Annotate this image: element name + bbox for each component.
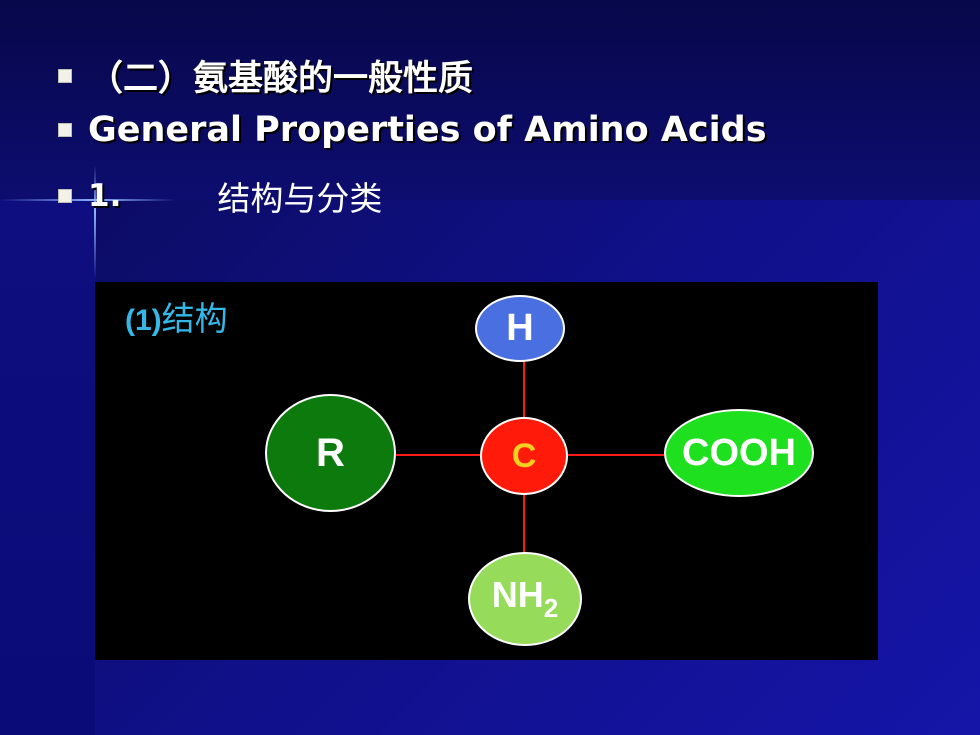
square-bullet-icon [58,68,72,83]
left-band [0,200,95,735]
bullet-item-3: 1. 结构与分类 [58,172,382,220]
diagram-title-number: (1) [125,304,162,337]
square-bullet-icon [58,189,72,203]
carboxyl-node: COOH [664,409,814,497]
bullet-item-2: General Properties of Amino Acids [58,110,767,150]
alpha-carbon-node: C [480,417,568,495]
bullet-text-1: （二）氨基酸的一般性质 [88,59,474,99]
structure-diagram-panel: (1)结构 H R C COOH NH2 [95,282,878,660]
bond-lines [396,362,664,552]
carbon-label: C [511,436,537,475]
square-bullet-icon [58,123,72,137]
bullet-number-3: 1. [88,178,122,214]
hydrogen-label: H [506,307,534,349]
diagram-title-text: 结构 [161,299,228,338]
amino-node: NH2 [468,552,582,646]
decor-vertical-line [94,165,96,280]
bullet-item-1: （二）氨基酸的一般性质 [58,50,473,101]
hydrogen-node: H [475,295,565,362]
r-group-node: R [265,394,396,512]
amino-label: NH2 [492,574,558,624]
bullet-text-2: General Properties of Amino Acids [88,110,767,150]
r-group-label: R [316,430,345,475]
decor-horizontal-line [0,199,175,201]
diagram-title: (1)结构 [125,292,228,340]
bullet-text-3: 结构与分类 [217,179,383,218]
header-band [0,0,980,200]
amino-label-main: NH [491,574,544,615]
carboxyl-label: COOH [682,431,796,474]
amino-label-subscript: 2 [543,593,559,623]
